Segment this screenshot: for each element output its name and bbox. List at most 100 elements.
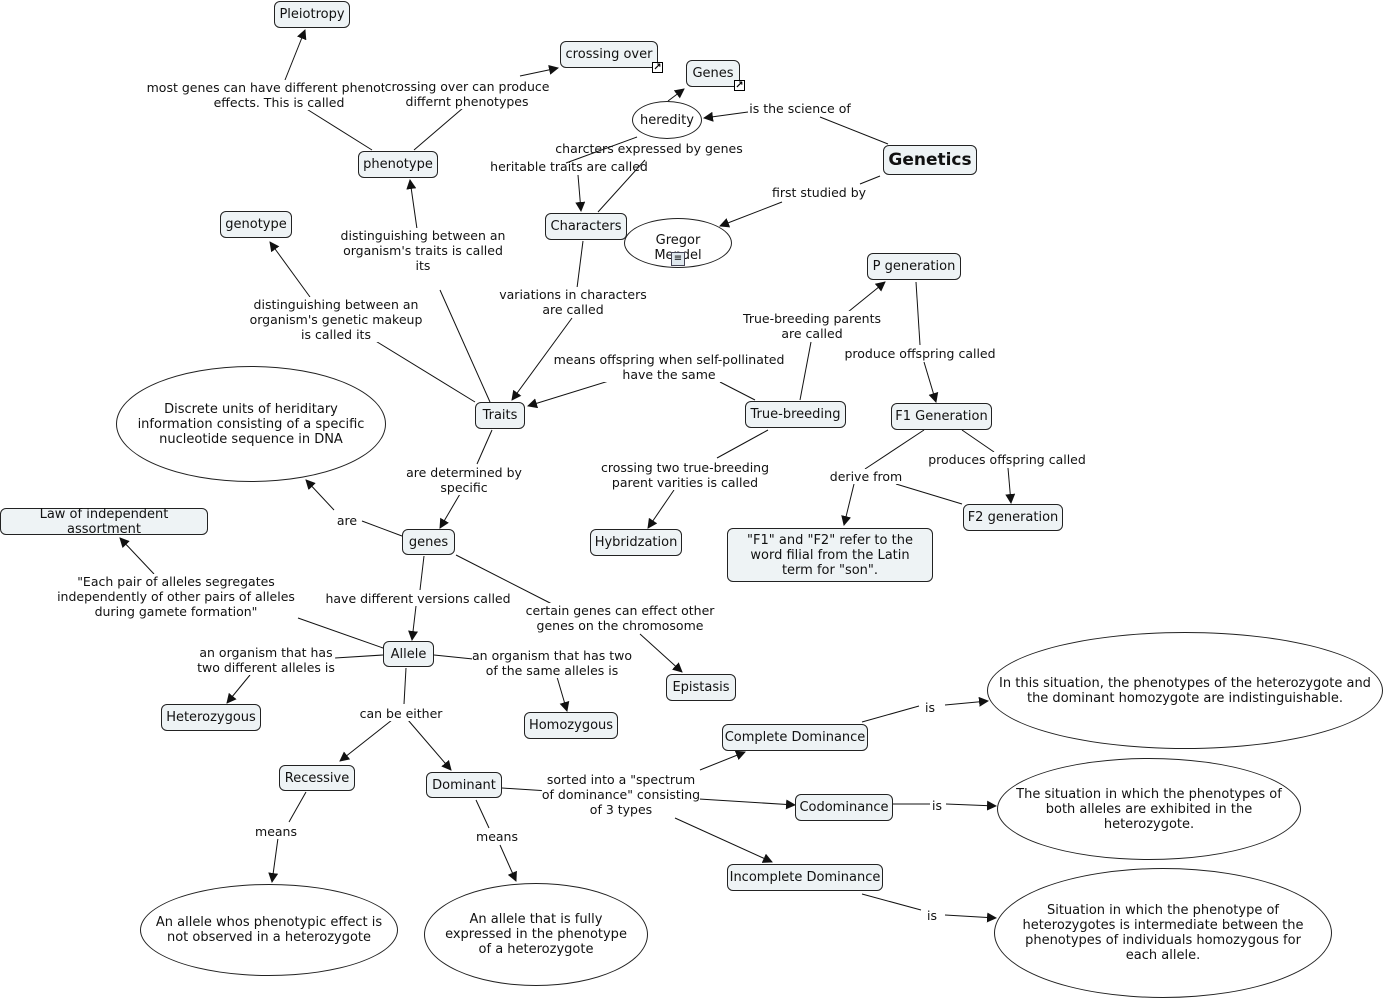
link-label-is-codominance: is: [932, 798, 942, 813]
law-independent-assortment-node[interactable]: Law of independent assortment: [0, 507, 208, 537]
link-label-genetic-makeup: distinguishing between an organism's gen…: [249, 297, 423, 342]
link-line: [527, 379, 613, 409]
link-label-effect-other: certain genes can effect other genes on …: [525, 603, 715, 633]
link-line: [439, 289, 491, 403]
link-label-different-versions: have different versions called: [325, 591, 511, 606]
link-line: [511, 317, 573, 401]
recessive-node[interactable]: Recessive: [279, 765, 355, 791]
heterozygous-node[interactable]: Heterozygous: [161, 704, 261, 731]
link-line: [519, 64, 559, 77]
link-line: [699, 750, 746, 771]
codominance-node[interactable]: Codominance: [795, 794, 893, 821]
link-line: [501, 787, 550, 792]
genetics-node[interactable]: Genetics: [883, 145, 977, 175]
link-line: [305, 479, 335, 511]
link-line: [961, 429, 995, 453]
characters-node[interactable]: Characters: [545, 213, 627, 240]
link-line: [407, 719, 452, 771]
pleiotropy-node[interactable]: Pleiotropy: [274, 1, 350, 28]
link-line: [819, 116, 889, 145]
link-line: [915, 281, 921, 346]
link-line: [945, 800, 997, 811]
link-line: [719, 381, 756, 401]
link-label-pleiotropy: most genes can have different phenotypic…: [146, 80, 412, 110]
link-line: [575, 174, 586, 212]
link-line: [576, 240, 584, 289]
recessive-definition[interactable]: An allele whos phenotypic effect is not …: [140, 884, 398, 976]
link-line: [847, 281, 886, 313]
link-line: [556, 676, 570, 712]
allele-node[interactable]: Allele: [383, 641, 434, 667]
codominance-definition[interactable]: The situation in which the phenotypes of…: [997, 758, 1301, 860]
link-label-determined-by: are determined by specific: [406, 465, 522, 495]
crossing-over-node[interactable]: crossing over: [560, 41, 658, 68]
link-line: [455, 554, 553, 605]
link-label-traits-called-its: distinguishing between an organism's tra…: [340, 228, 506, 273]
link-line: [841, 483, 855, 526]
p-generation-node[interactable]: P generation: [867, 253, 961, 280]
link-line: [334, 654, 384, 659]
link-label-is-complete: is: [925, 700, 935, 715]
phenotype-node[interactable]: phenotype: [358, 151, 438, 178]
link-label-two-different: an organism that has two different allel…: [197, 645, 335, 675]
link-line: [639, 633, 683, 673]
hybridization-node[interactable]: Hybridzation: [590, 529, 682, 556]
link-line: [284, 29, 307, 81]
document-icon[interactable]: ≡: [671, 252, 685, 266]
link-line: [413, 107, 464, 151]
link-line: [339, 719, 393, 762]
link-label-true-breeding-parents: True-breeding parents are called: [743, 311, 881, 341]
link-line: [565, 136, 638, 164]
epistasis-node[interactable]: Epistasis: [666, 674, 736, 701]
link-line: [475, 799, 490, 829]
link-line: [408, 605, 419, 641]
f1-generation-node[interactable]: F1 Generation: [891, 403, 992, 430]
link-line: [119, 537, 155, 575]
dominant-node[interactable]: Dominant: [426, 772, 502, 798]
link-label-spectrum: sorted into a "spectrum of dominance" co…: [541, 772, 701, 817]
traits-node[interactable]: Traits: [475, 402, 525, 429]
link-label-derive-from: derive from: [829, 469, 903, 484]
link-label-can-be-either: can be either: [359, 706, 443, 721]
link-label-are: are: [336, 513, 358, 528]
link-label-crossing: crossing over can produce differnt pheno…: [384, 79, 550, 109]
link-label-first-studied: first studied by: [771, 185, 867, 200]
link-line: [864, 429, 925, 470]
link-line: [719, 201, 783, 228]
link-label-each-pair: "Each pair of alleles segregates indepen…: [57, 574, 295, 619]
filial-note-node[interactable]: "F1" and "F2" refer to the word filial f…: [727, 528, 933, 582]
incomplete-dominance-definition[interactable]: Situation in which the phenotype of hete…: [994, 868, 1332, 998]
shortcut-arrow-icon: ↗: [734, 80, 745, 91]
link-line: [373, 339, 476, 403]
link-line: [476, 429, 493, 465]
link-label-produces-offspring: produces offspring called: [928, 452, 1086, 467]
dominant-definition[interactable]: An allele that is fully expressed in the…: [424, 883, 648, 986]
link-line: [499, 844, 517, 882]
link-line: [859, 175, 881, 185]
homozygous-node[interactable]: Homozygous: [524, 712, 618, 739]
link-line: [944, 696, 989, 707]
link-label-variations: variations in characters are called: [499, 287, 647, 317]
link-line: [268, 837, 279, 883]
incomplete-dominance-node[interactable]: Incomplete Dominance: [727, 864, 883, 891]
complete-dominance-definition[interactable]: In this situation, the phenotypes of the…: [987, 632, 1383, 749]
genes-node[interactable]: genes: [402, 529, 455, 555]
link-line: [597, 159, 646, 213]
true-breeding-node[interactable]: True-breeding: [745, 401, 846, 428]
link-line: [433, 654, 474, 660]
link-line: [923, 361, 939, 403]
complete-dominance-node[interactable]: Complete Dominance: [722, 724, 868, 751]
link-line: [716, 429, 769, 459]
link-line: [403, 667, 407, 705]
link-line: [297, 617, 384, 649]
link-label-self-pollinated: means offspring when self-pollinated hav…: [553, 352, 785, 382]
link-line: [647, 489, 675, 529]
genes-top-node[interactable]: Genes: [686, 60, 740, 87]
link-label-means-dominant: means: [476, 829, 518, 844]
heredity-node[interactable]: heredity: [632, 101, 702, 139]
discrete-units-node[interactable]: Discrete units of heriditary information…: [116, 366, 386, 482]
genotype-node[interactable]: genotype: [220, 211, 292, 238]
link-line: [861, 705, 920, 723]
f2-generation-node[interactable]: F2 generation: [963, 504, 1063, 531]
